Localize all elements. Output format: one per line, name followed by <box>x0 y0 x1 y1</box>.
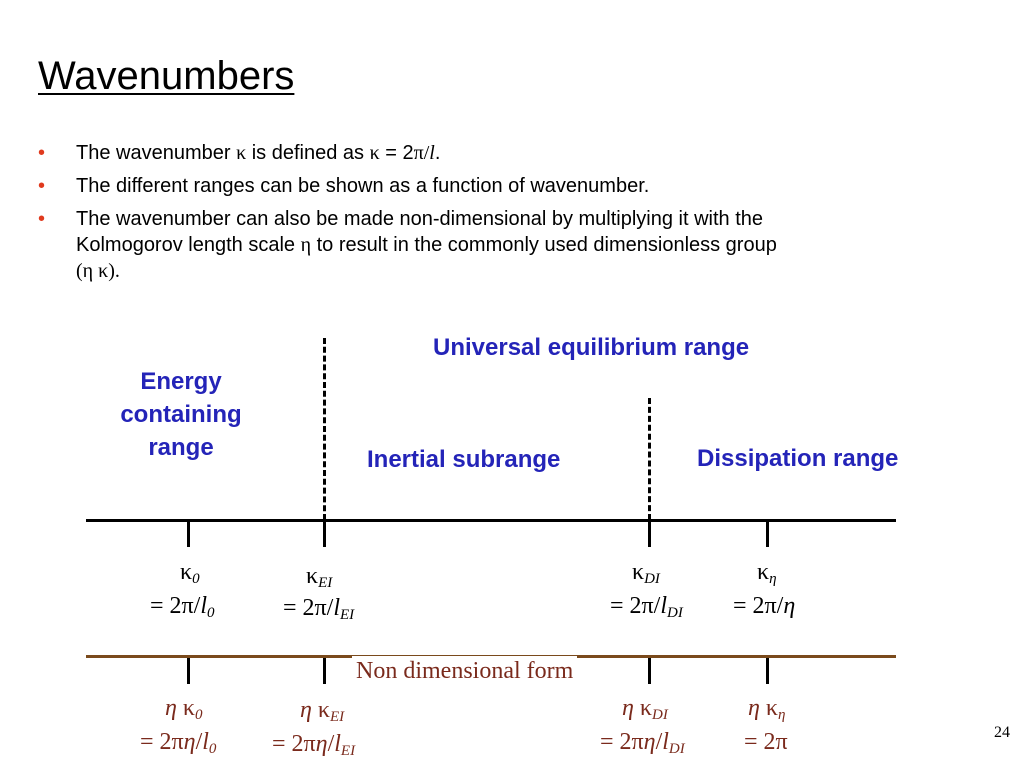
axis-tick-kDI <box>648 521 651 547</box>
inertial-dissipation-divider <box>648 398 651 520</box>
kappa-EI-label: κEI <box>306 563 333 591</box>
eta-symbol: η <box>300 234 312 256</box>
kappa-0-formula: = 2π/l0 <box>150 593 215 621</box>
bullet-item-nondimensional: • The wavenumber can also be made non-di… <box>38 206 998 284</box>
axis-tick-k0 <box>187 521 190 547</box>
bullet-text: is defined as <box>246 142 370 164</box>
nd-axis-tick-kEI <box>323 658 326 684</box>
eta-kappa-eta-label: η κη <box>748 695 786 723</box>
nd-axis-tick-k0 <box>187 658 190 684</box>
bullet-item-definition: • The wavenumber κ is defined as κ = 2π/… <box>38 140 998 166</box>
bullet-text: to result in the commonly used dimension… <box>311 234 777 256</box>
bullet-text: The different ranges can be shown as a f… <box>76 175 650 197</box>
eta-kappa-0-formula: = 2πη/l0 <box>140 729 217 757</box>
axis-tick-keta <box>766 521 769 547</box>
bullet-text: Kolmogorov length scale <box>76 234 301 256</box>
eta-kappa-EI-label: η κEI <box>300 697 345 725</box>
eta-kappa-DI-label: η κDI <box>622 695 668 723</box>
kappa-symbol: κ <box>236 142 247 164</box>
bullet-text: (η κ). <box>76 260 120 282</box>
nondimensional-form-label: Non dimensional form <box>352 656 578 686</box>
axis-tick-kEI <box>323 521 326 547</box>
nd-axis-tick-kDI <box>648 658 651 684</box>
kappa-DI-formula: = 2π/lDI <box>610 593 683 621</box>
page-number: 24 <box>994 724 1010 741</box>
kappa-DI-label: κDI <box>632 559 660 587</box>
kappa-0-label: κ0 <box>180 559 200 587</box>
kappa-symbol: κ <box>369 142 380 164</box>
bullet-dot-icon: • <box>38 208 46 230</box>
length-symbol: l <box>429 142 435 164</box>
universal-equilibrium-range-label: Universal equilibrium range <box>433 334 750 361</box>
kappa-eta-label: κη <box>757 559 777 587</box>
energy-inertial-divider <box>323 338 326 520</box>
wavenumber-axis <box>86 519 896 522</box>
nd-axis-tick-keta <box>766 658 769 684</box>
eta-kappa-EI-formula: = 2πη/lEI <box>272 731 356 759</box>
eta-kappa-eta-formula: = 2π <box>744 729 788 755</box>
pi-symbol: π <box>413 142 424 164</box>
bullet-dot-icon: • <box>38 175 46 197</box>
bullet-text: = 2 <box>379 142 414 164</box>
bullet-item-ranges: • The different ranges can be shown as a… <box>38 173 998 199</box>
energy-containing-range-label: Energy containing range <box>120 368 242 461</box>
kappa-EI-formula: = 2π/lEI <box>283 595 355 623</box>
slash-symbol: / <box>423 142 430 164</box>
bullet-text: The wavenumber can also be made non-dime… <box>76 208 764 230</box>
bullet-text: The wavenumber <box>76 142 237 164</box>
eta-kappa-0-label: η κ0 <box>165 695 203 723</box>
slide-title: Wavenumbers <box>38 54 295 98</box>
bullet-list: • The wavenumber κ is defined as κ = 2π/… <box>38 140 998 291</box>
bullet-text: . <box>434 142 441 164</box>
bullet-dot-icon: • <box>38 142 46 164</box>
eta-kappa-DI-formula: = 2πη/lDI <box>600 729 685 757</box>
dissipation-range-label: Dissipation range <box>697 445 899 472</box>
inertial-subrange-label: Inertial subrange <box>367 446 561 473</box>
kappa-eta-formula: = 2π/η <box>733 593 796 619</box>
